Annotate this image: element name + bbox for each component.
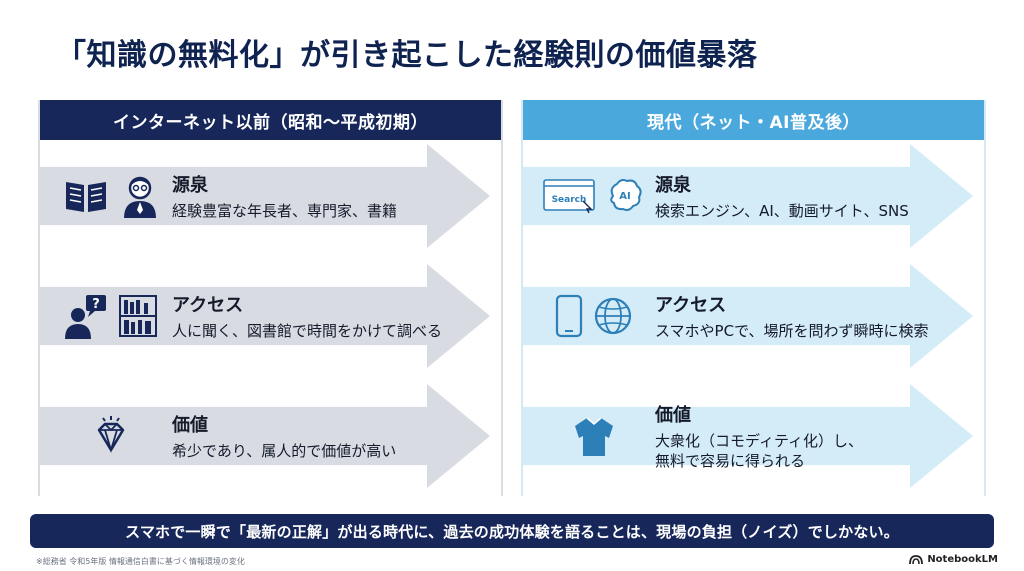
item-source-before: 源泉 経験豊富な年長者、専門家、書籍: [40, 144, 500, 248]
item-label: 価値: [172, 414, 208, 436]
item-label: 価値: [655, 404, 691, 426]
item-label: アクセス: [655, 294, 727, 316]
svg-text:?: ?: [92, 297, 100, 312]
panel-modern: 現代（ネット・AI普及後） Search AI 源泉 検索エンジン、AI、動画サ…: [521, 100, 986, 496]
item-label: 源泉: [655, 174, 691, 196]
item-desc: 希少であり、属人的で価値が高い: [172, 441, 397, 460]
panel-before-internet: インターネット以前（昭和〜平成初期） 源泉 経験豊富な年長者、専門家、書籍: [38, 100, 503, 496]
item-desc: 人に聞く、図書館で時間をかけて調べる: [172, 321, 443, 340]
notebooklm-logo-icon: [909, 555, 924, 565]
item-source-modern: Search AI 源泉 検索エンジン、AI、動画サイト、SNS: [523, 144, 983, 248]
brand-logo: NotebookLM: [909, 553, 998, 565]
item-label: アクセス: [172, 294, 244, 316]
item-value-modern: 価値 大衆化（コモディティ化）し、 無料で容易に得られる: [523, 384, 983, 488]
item-desc-line1: 大衆化（コモディティ化）し、: [655, 431, 864, 450]
panel-header-before: インターネット以前（昭和〜平成初期）: [40, 100, 501, 140]
search-window-icon: Search: [543, 179, 595, 213]
smartphone-icon: [555, 294, 583, 338]
item-desc: 検索エンジン、AI、動画サイト、SNS: [655, 201, 909, 220]
book-icon: [66, 182, 106, 212]
item-value-before: 価値 希少であり、属人的で価値が高い: [40, 384, 500, 488]
item-access-before: ? アクセス 人に聞く、図書館で時間をかけて調べる: [40, 264, 500, 368]
person-question-icon: ?: [65, 295, 106, 339]
item-label: 源泉: [172, 174, 208, 196]
panel-header-modern: 現代（ネット・AI普及後）: [523, 100, 984, 140]
page-title: 「知識の無料化」が引き起こした経験則の価値暴落: [56, 38, 758, 73]
search-window-text: Search: [552, 195, 587, 205]
shirt-icon: [575, 417, 613, 456]
item-desc: スマホやPCで、場所を問わず瞬時に検索: [655, 321, 929, 340]
item-access-modern: アクセス スマホやPCで、場所を問わず瞬時に検索: [523, 264, 983, 368]
conclusion-banner: スマホで一瞬で「最新の正解」が出る時代に、過去の成功体験を語ることは、現場の負担…: [30, 514, 994, 548]
bookshelf-icon: [119, 295, 157, 337]
globe-icon: [594, 297, 632, 335]
diamond-icon: [97, 416, 125, 454]
source-footnote: ※総務省 令和5年版 情報通信白書に基づく情報環境の変化: [36, 557, 245, 566]
item-desc: 経験豊富な年長者、専門家、書籍: [172, 201, 398, 220]
ai-brain-icon: AI: [610, 179, 642, 211]
ai-brain-text: AI: [619, 191, 630, 202]
brand-name: NotebookLM: [927, 553, 998, 565]
item-desc-line2: 無料で容易に得られる: [655, 452, 806, 470]
elder-person-icon: [124, 176, 156, 218]
